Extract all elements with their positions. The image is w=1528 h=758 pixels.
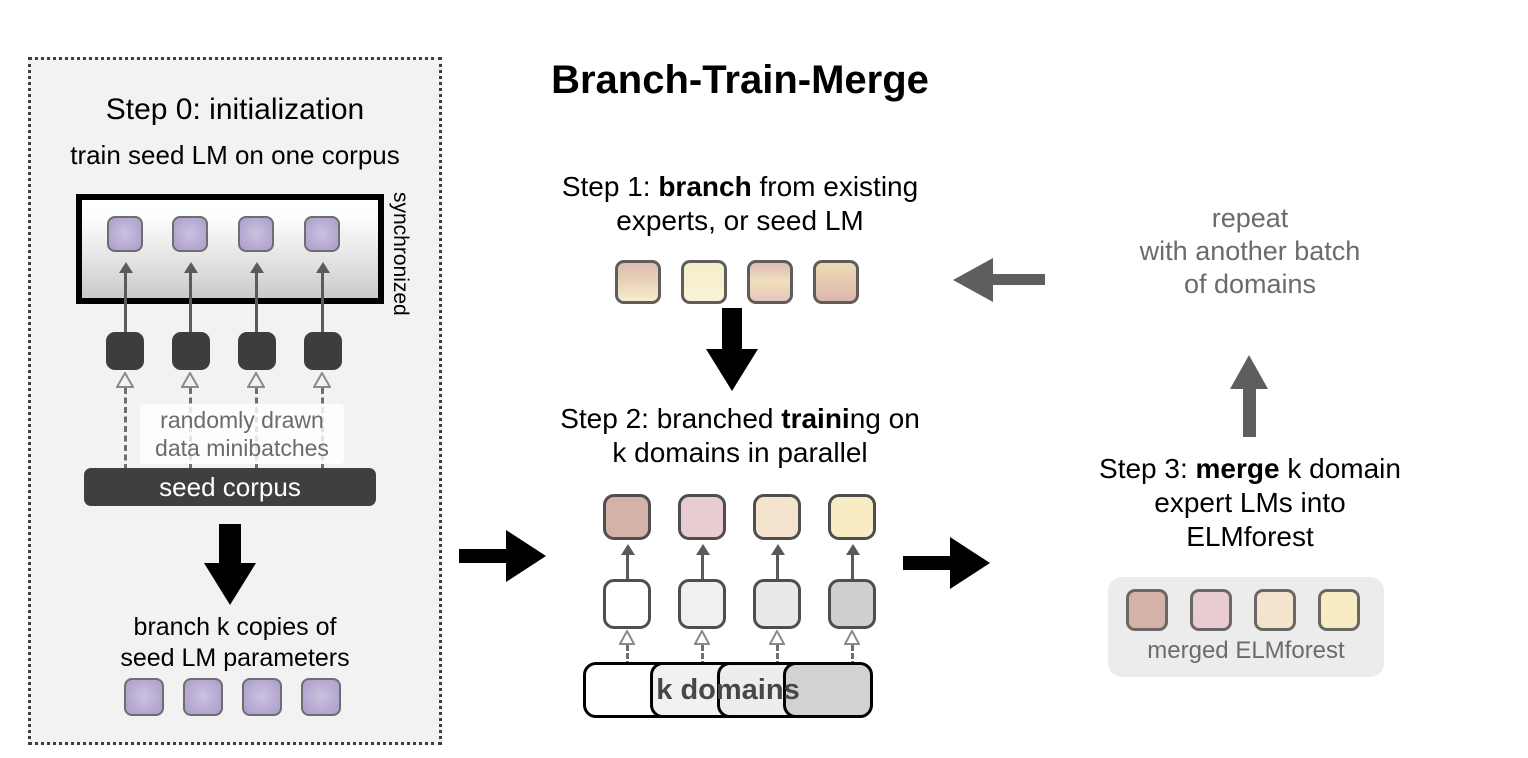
repeat-loop-up-arrow-head-icon	[1230, 355, 1268, 389]
step3-heading-line3: ELMforest	[1186, 521, 1314, 553]
step1-heading-line2: experts, or seed LM	[616, 205, 864, 237]
seed-lm-param-3	[238, 216, 274, 252]
domain-expert-lm-3	[753, 494, 801, 540]
repeat-loop-left-arrow-head-icon	[953, 258, 993, 302]
shard-line-1	[626, 645, 629, 667]
branch-note-line1: branch k copies of	[133, 613, 337, 641]
sample-line-1	[124, 388, 127, 470]
step0-to-step2-arrow-shaft	[459, 549, 507, 563]
k-domain-segment-4	[783, 662, 873, 718]
step2-heading-suffix: ng on	[849, 403, 920, 434]
step3-heading-prefix: Step 3:	[1099, 453, 1196, 484]
sample-arrowhead-1-icon	[116, 372, 134, 388]
k-domains-label: k domains	[656, 674, 800, 706]
repeat-line3: of domains	[1183, 268, 1317, 299]
seed-lm-param-1	[107, 216, 143, 252]
step2-heading-bold: traini	[781, 403, 850, 434]
repeat-loop-left-arrow-shaft	[993, 274, 1045, 285]
shard-arrowhead-3-icon	[769, 630, 785, 645]
shard-line-4	[851, 645, 854, 667]
seed-lm-param-2	[172, 216, 208, 252]
merged-expert-1	[1126, 589, 1168, 631]
step2-to-step3-arrow-head-icon	[950, 537, 990, 589]
branch-down-arrow-shaft	[219, 524, 241, 564]
branch-expert-2	[681, 260, 727, 304]
branch-note-line2: seed LM parameters	[120, 644, 350, 672]
branch-down-arrow-head-icon	[204, 563, 256, 605]
sample-arrowhead-3-icon	[247, 372, 265, 388]
step1-to-step2-arrow-shaft	[722, 308, 742, 350]
repeat-line2: with another batch	[1139, 235, 1361, 266]
shard-arrowhead-4-icon	[844, 630, 860, 645]
step3-heading-bold: merge	[1195, 453, 1280, 484]
domain-expert-lm-1	[603, 494, 651, 540]
seed-copy-1	[124, 678, 164, 716]
k-domains-strip: k domains	[583, 662, 873, 718]
train-arrow-4-icon	[851, 553, 854, 579]
seed-copy-4	[301, 678, 341, 716]
step3-heading-suffix: k domain	[1279, 453, 1401, 484]
sample-arrowhead-2-icon	[181, 372, 199, 388]
minibatch-4	[304, 332, 342, 370]
page-title: Branch-Train-Merge	[551, 58, 929, 102]
step1-heading-suffix: from existing	[751, 171, 919, 202]
train-arrow-1-icon	[626, 553, 629, 579]
step2-heading-line2: k domains in parallel	[612, 437, 868, 469]
domain-expert-lm-2	[678, 494, 726, 540]
synchronized-label: synchronized	[389, 192, 412, 316]
train-arrow-3-icon	[776, 553, 779, 579]
merged-elmforest-panel: merged ELMforest	[1108, 577, 1384, 677]
step3-heading: Step 3: merge k domain expert LMs into E…	[1040, 452, 1460, 554]
shard-line-2	[701, 645, 704, 667]
minibatch-note: randomly drawn data minibatches	[140, 404, 344, 465]
sample-arrowhead-4-icon	[313, 372, 331, 388]
shard-arrowhead-1-icon	[619, 630, 635, 645]
train-arrow-2-icon	[701, 553, 704, 579]
gradient-arrow-3-icon	[255, 271, 258, 333]
gradient-arrow-1-icon	[124, 271, 127, 333]
step3-heading-line2: expert LMs into	[1154, 487, 1346, 519]
domain-expert-lm-4	[828, 494, 876, 540]
step2-to-step3-arrow-shaft	[903, 556, 951, 570]
minibatch-1	[106, 332, 144, 370]
seed-copy-2	[183, 678, 223, 716]
gradient-arrow-2-icon	[189, 271, 192, 333]
branch-expert-3	[747, 260, 793, 304]
seed-lm-param-4	[304, 216, 340, 252]
merged-elmforest-caption: merged ELMforest	[1147, 637, 1345, 664]
step0-heading: Step 0: initialization	[105, 93, 365, 126]
minibatch-3	[238, 332, 276, 370]
step1-heading: Step 1: branch from existing experts, or…	[500, 170, 980, 238]
shard-arrowhead-2-icon	[694, 630, 710, 645]
seed-copy-3	[242, 678, 282, 716]
step1-heading-prefix: Step 1:	[561, 171, 659, 202]
branch-expert-1	[615, 260, 661, 304]
domain-shard-1	[603, 579, 651, 629]
step0-panel	[28, 57, 442, 745]
step2-heading-prefix: Step 2: branched	[560, 403, 782, 434]
merged-expert-3	[1254, 589, 1296, 631]
domain-shard-2	[678, 579, 726, 629]
minibatch-note-line2: data minibatches	[155, 435, 329, 462]
step1-heading-bold: branch	[658, 171, 752, 202]
repeat-loop-up-arrow-shaft	[1243, 387, 1256, 437]
domain-shard-4	[828, 579, 876, 629]
step2-heading: Step 2: branched training on k domains i…	[500, 402, 980, 470]
merged-expert-2	[1190, 589, 1232, 631]
gradient-arrow-4-icon	[321, 271, 324, 333]
shard-line-3	[776, 645, 779, 667]
repeat-note: repeat with another batch of domains	[1070, 202, 1430, 301]
step0-subheading: train seed LM on one corpus	[70, 140, 400, 170]
minibatch-2	[172, 332, 210, 370]
seed-corpus-bar: seed corpus	[84, 468, 376, 506]
minibatch-note-line1: randomly drawn	[160, 407, 324, 433]
step0-to-step2-arrow-head-icon	[506, 530, 546, 582]
domain-shard-3	[753, 579, 801, 629]
step1-to-step2-arrow-head-icon	[706, 349, 758, 391]
branch-expert-4	[813, 260, 859, 304]
merged-expert-4	[1318, 589, 1360, 631]
repeat-line1: repeat	[1211, 203, 1289, 233]
